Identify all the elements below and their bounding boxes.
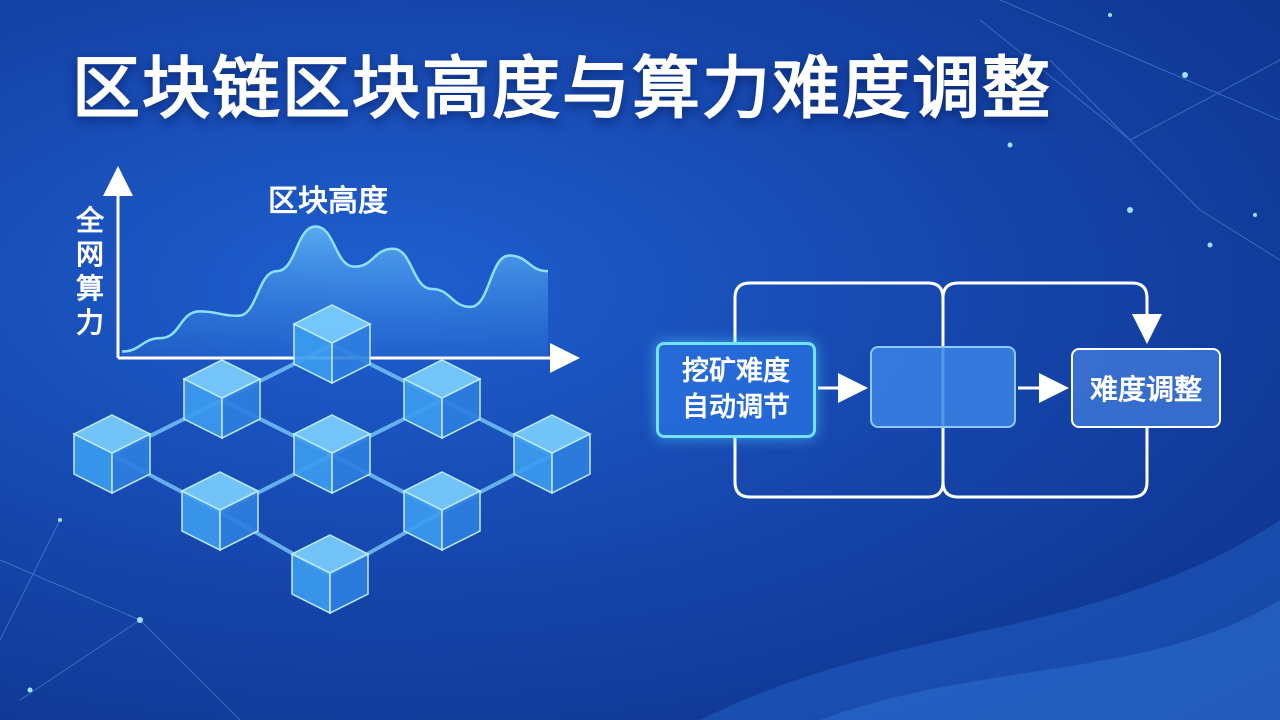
block-cube xyxy=(292,304,372,385)
mining-difficulty-box: 挖矿难度 自动调节 xyxy=(656,342,816,438)
y-label-char: 网 xyxy=(75,238,104,271)
hashrate-line xyxy=(121,225,549,353)
block-cube xyxy=(180,471,260,552)
y-label-char: 力 xyxy=(75,306,104,339)
y-label-char: 全 xyxy=(75,204,104,237)
loop-right-bottom xyxy=(941,428,1149,499)
page-title: 区块链区块高度与算力难度调整 xyxy=(72,50,1053,129)
mining-label-line1: 挖矿难度 xyxy=(682,356,790,387)
block-cube xyxy=(402,359,482,440)
blockchain-cube-grid xyxy=(72,304,592,615)
mining-label-line2: 自动调节 xyxy=(682,392,790,423)
y-label-char: 算 xyxy=(75,272,104,305)
loop-right xyxy=(941,281,1162,344)
hashrate-area xyxy=(122,226,548,356)
middle-process-box xyxy=(870,346,1016,428)
block-cube xyxy=(512,414,592,495)
block-cube xyxy=(182,359,262,440)
block-cube xyxy=(72,414,152,495)
chart-y-axis-label: 全 网 算 力 xyxy=(70,204,110,340)
chart-title: 区块高度 xyxy=(268,184,388,219)
block-cube xyxy=(292,414,372,495)
block-cube xyxy=(402,471,482,552)
difficulty-adjust-box: 难度调整 xyxy=(1071,348,1221,428)
block-cube xyxy=(290,534,370,615)
